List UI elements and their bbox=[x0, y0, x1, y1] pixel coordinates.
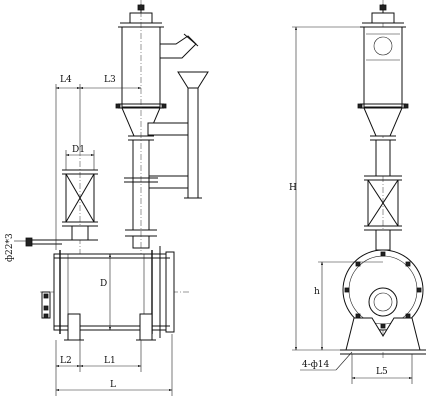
label-l3: L3 bbox=[104, 75, 116, 85]
left-valve bbox=[62, 169, 98, 241]
label-l2: L2 bbox=[60, 356, 72, 366]
dim-l4-l3: L4 L3 bbox=[55, 75, 142, 250]
label-h-center: h bbox=[314, 287, 320, 297]
bolt-hole-callout: 4-ф14 bbox=[300, 351, 353, 371]
label-d1: D1 bbox=[72, 145, 85, 155]
dim-h-center: h bbox=[314, 261, 383, 351]
front-view: D1 L4 L3 D ф22*3 L2 L1 bbox=[5, 0, 209, 396]
connector-bars bbox=[147, 122, 189, 189]
label-l1: L1 bbox=[104, 356, 116, 366]
side-view: H h 4-ф14 L5 bbox=[289, 0, 426, 384]
side-support-base bbox=[340, 317, 426, 355]
dim-l5: L5 bbox=[351, 354, 413, 384]
label-l: L bbox=[110, 380, 116, 390]
label-d: D bbox=[100, 279, 107, 289]
dim-h-total: H bbox=[289, 26, 360, 351]
tank-supports bbox=[64, 313, 156, 341]
label-h-total: H bbox=[289, 183, 297, 193]
dim-d1: D1 bbox=[65, 145, 95, 170]
label-l5: L5 bbox=[376, 367, 388, 377]
dim-l-group: L2 L1 L bbox=[55, 334, 173, 396]
inlet-nozzle bbox=[25, 237, 62, 247]
label-l4: L4 bbox=[60, 75, 72, 85]
right-valve bbox=[124, 177, 158, 183]
dim-d: D bbox=[100, 253, 112, 331]
side-funnel bbox=[177, 71, 209, 199]
label-bolt-holes: 4-ф14 bbox=[302, 360, 330, 370]
label-pipe-thread: ф22*3 bbox=[5, 233, 15, 262]
side-upper-cylinder bbox=[357, 4, 409, 109]
left-flange bbox=[41, 291, 51, 319]
elbow-pipe bbox=[160, 33, 199, 59]
